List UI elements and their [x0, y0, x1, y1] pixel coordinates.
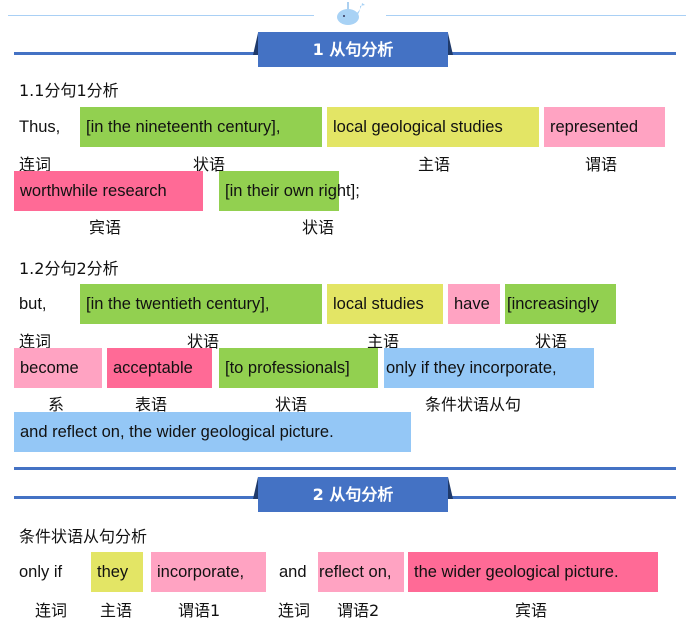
whale-icon: [337, 2, 365, 25]
label: 宾语: [89, 218, 122, 237]
section2-title: 2 从句分析: [258, 477, 448, 512]
chunk-subject: local geological studies: [327, 107, 539, 147]
chunk-adverbial: [to professionals]: [219, 348, 378, 388]
label: 状语: [302, 218, 335, 237]
chunk-adverbial: [increasingly: [505, 284, 616, 324]
label: 连词: [35, 601, 68, 620]
banner-fold: [448, 477, 453, 499]
top-divider-right: [386, 15, 686, 16]
banner-fold: [253, 33, 258, 55]
label: 连词: [278, 601, 311, 620]
label: 表语: [135, 395, 168, 414]
section1-title: 1 从句分析: [258, 32, 448, 67]
chunk-conditional-clause: and reflect on, the wider geological pic…: [14, 412, 411, 452]
word-conjunction: and: [279, 563, 307, 581]
word-conjunction: but,: [19, 295, 47, 313]
chunk-predicate: reflect on,: [318, 552, 404, 592]
label: 主语: [100, 601, 133, 620]
label: 状语: [193, 155, 226, 174]
banner-fold: [253, 477, 258, 499]
chunk-conditional-clause: only if they incorporate,: [384, 348, 594, 388]
chunk-auxiliary: have: [448, 284, 500, 324]
section-divider: [14, 467, 676, 470]
chunk-subject: they: [91, 552, 143, 592]
label: 谓语2: [337, 601, 380, 620]
label: 宾语: [515, 601, 548, 620]
banner-fold: [448, 33, 453, 55]
word-conjunction: only if: [19, 563, 63, 581]
label: 连词: [19, 155, 52, 174]
chunk-adverbial: [in the twentieth century],: [80, 284, 322, 324]
chunk-predicative: acceptable: [107, 348, 212, 388]
subheading: 1.1分句1分析: [19, 81, 119, 100]
top-divider-left: [8, 15, 314, 16]
label: 条件状语从句: [425, 395, 522, 414]
chunk-subject: local studies: [327, 284, 443, 324]
chunk-object: worthwhile research: [14, 171, 203, 211]
label: 状语: [187, 332, 220, 351]
label: 主语: [418, 155, 451, 174]
label: 谓语: [585, 155, 618, 174]
subheading: 1.2分句2分析: [19, 259, 119, 278]
chunk-predicate: incorporate,: [151, 552, 266, 592]
label: 连词: [19, 332, 52, 351]
chunk-adverbial: [in their own right];: [219, 171, 360, 211]
label: 状语: [535, 332, 568, 351]
chunk-linking-verb: become: [14, 348, 102, 388]
chunk-adverbial: [in the nineteenth century],: [80, 107, 322, 147]
label: 系: [48, 395, 65, 414]
subheading: 条件状语从句分析: [19, 527, 148, 546]
chunk-predicate: represented: [544, 107, 665, 147]
label: 主语: [367, 332, 400, 351]
label: 状语: [275, 395, 308, 414]
chunk-object: the wider geological picture.: [408, 552, 658, 592]
word-conjunction: Thus,: [19, 118, 61, 136]
label: 谓语1: [178, 601, 221, 620]
